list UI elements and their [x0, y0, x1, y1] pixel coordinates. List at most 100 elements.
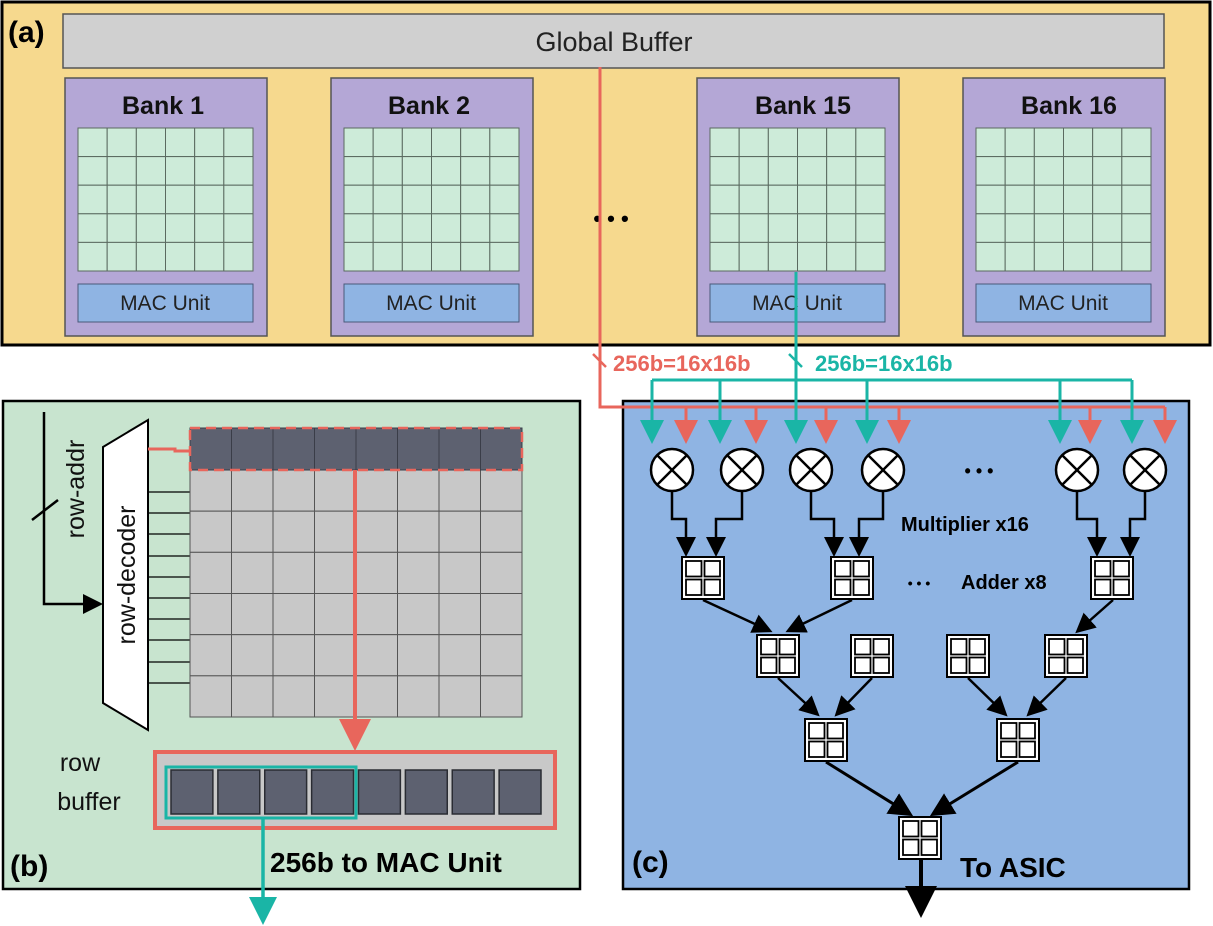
memory-cell [397, 675, 440, 718]
memory-cell [135, 241, 166, 272]
row-buffer-cells [170, 769, 542, 815]
memory-cell [343, 213, 374, 243]
memory-cell [165, 213, 196, 243]
memory-cell [855, 127, 886, 158]
memory-cell [1063, 184, 1094, 215]
memory-cell [343, 127, 374, 158]
memory-cell [709, 127, 740, 158]
bank-16-cell-array [975, 127, 1152, 272]
memory-cell [1004, 184, 1035, 215]
row-decoder [102, 418, 149, 732]
multiplier-3 [788, 447, 834, 493]
bank-16-mac-unit: MAC Unit [1018, 292, 1108, 315]
red-bus [592, 67, 1177, 444]
memory-cell [1033, 156, 1065, 186]
memory-cell [343, 241, 374, 272]
memory-cell [189, 675, 232, 718]
memory-cell [460, 184, 491, 215]
memory-cell [431, 156, 462, 186]
bank-2-title: Bank 2 [388, 92, 470, 120]
memory-cell [106, 184, 137, 215]
buffer-cell [451, 769, 495, 815]
adder-tree-wires [702, 598, 1114, 918]
panel-c: (c) • • • M [621, 399, 1191, 918]
memory-cell [355, 634, 398, 677]
memory-cell [231, 634, 274, 677]
memory-cell [397, 469, 440, 512]
memory-cell [135, 213, 166, 243]
memory-cell [438, 634, 481, 677]
row-decoder-label: row-decoder [113, 506, 141, 645]
memory-cell [135, 156, 166, 186]
memory-cell [401, 156, 433, 186]
memory-cell [401, 127, 433, 158]
memory-cell [431, 213, 462, 243]
memory-cell [194, 127, 225, 158]
memory-cell [1004, 127, 1035, 158]
memory-cell [1092, 156, 1123, 186]
memory-cell [343, 156, 374, 186]
bank-2-cell-array [343, 127, 520, 272]
memory-cell [401, 184, 433, 215]
memory-cell [855, 156, 886, 186]
decoder-word-lines [148, 491, 190, 684]
memory-cell [223, 213, 254, 243]
memory-cell [480, 427, 523, 471]
memory-cell [438, 427, 481, 471]
buffer-cell [404, 769, 448, 815]
memory-cell [1063, 156, 1094, 186]
teal-bus-label: 256b=16x16b [815, 351, 953, 376]
memory-cell [397, 551, 440, 594]
row-addr-bus-slash [31, 499, 59, 521]
memory-cell [355, 675, 398, 718]
memory-cell [355, 551, 398, 594]
memory-cell [797, 127, 828, 158]
memory-cell [223, 241, 254, 272]
multiplier-15 [1054, 447, 1100, 493]
panel-a-label: (a) [8, 16, 45, 49]
memory-cell [975, 184, 1006, 215]
memory-cell [1063, 241, 1094, 272]
memory-cell [231, 551, 274, 594]
memory-cell [401, 241, 433, 272]
memory-cell [460, 156, 491, 186]
multiplier-to-adder-wires [670, 492, 1147, 557]
buffer-cell [498, 769, 542, 815]
memory-cell [372, 184, 403, 215]
memory-cell [709, 241, 740, 272]
adder-l2-1 [756, 634, 800, 678]
adder-l2-4 [1044, 634, 1088, 678]
memory-cell [194, 156, 225, 186]
memory-array [189, 469, 523, 718]
memory-cell [397, 634, 440, 677]
memory-cell [489, 184, 520, 215]
memory-cell [106, 241, 137, 272]
global-buffer-label: Global Buffer [535, 27, 692, 57]
memory-cell [372, 156, 403, 186]
memory-cell [165, 156, 196, 186]
memory-cell [272, 551, 315, 594]
memory-cell [272, 634, 315, 677]
memory-cell [77, 127, 108, 158]
memory-cell [438, 510, 481, 553]
memory-cell [231, 593, 274, 636]
memory-cell [189, 634, 232, 677]
memory-cell [397, 427, 440, 471]
memory-cell [480, 551, 523, 594]
memory-cell [223, 127, 254, 158]
output-label: To ASIC [960, 852, 1066, 883]
memory-cell [1121, 184, 1152, 215]
bank-1-title: Bank 1 [122, 92, 204, 120]
memory-cell [826, 241, 857, 272]
bank-1: Bank 1 MAC Unit [64, 77, 268, 337]
memory-cell [797, 156, 828, 186]
memory-cell [1121, 241, 1152, 272]
memory-cell [1063, 213, 1094, 243]
memory-cell [194, 184, 225, 215]
bank-1-mac-unit: MAC Unit [120, 292, 210, 315]
memory-cell [480, 593, 523, 636]
memory-cell [1092, 184, 1123, 215]
memory-cell [372, 213, 403, 243]
memory-cell [314, 675, 357, 718]
memory-cell [77, 184, 108, 215]
